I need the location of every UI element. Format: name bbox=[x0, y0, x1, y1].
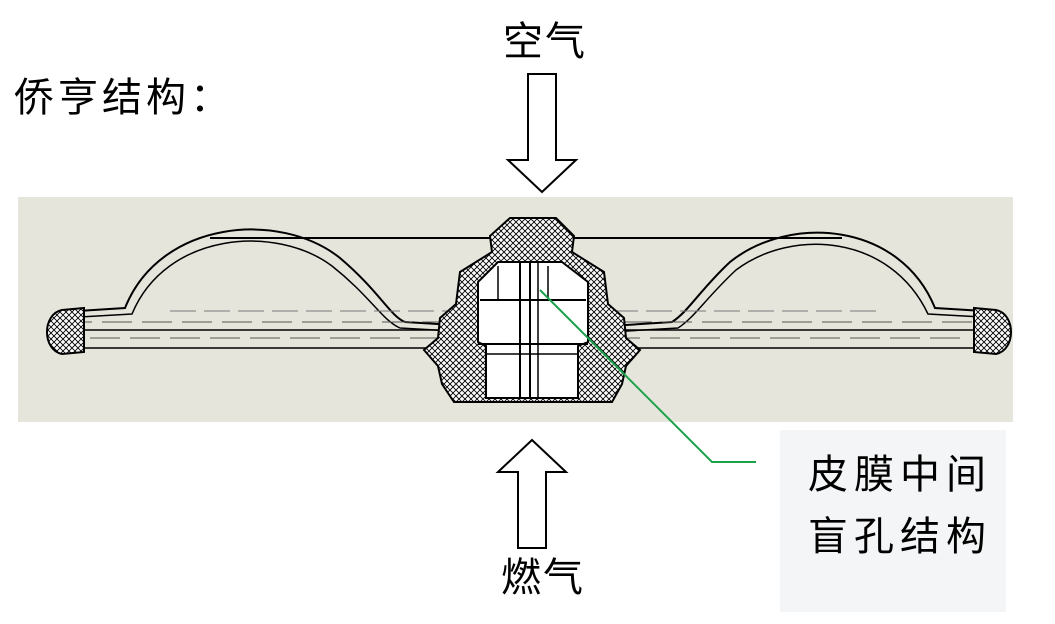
callout-text-line2: 盲孔结构 bbox=[808, 514, 992, 560]
gas-label: 燃气 bbox=[501, 555, 585, 601]
blind-hole-cavity bbox=[477, 261, 589, 399]
diagram-title: 侨亨结构： bbox=[14, 75, 234, 121]
right-dome bbox=[609, 231, 1001, 327]
left-rim bbox=[46, 306, 85, 356]
callout-box bbox=[780, 430, 1006, 612]
callout-text-line1: 皮膜中间 bbox=[808, 452, 992, 498]
air-label: 空气 bbox=[503, 19, 587, 65]
right-rim bbox=[973, 306, 1012, 356]
air-down-arrow-icon bbox=[505, 73, 579, 194]
left-dome bbox=[61, 228, 471, 327]
callout-leader-line bbox=[539, 289, 756, 463]
gas-up-arrow-icon bbox=[495, 438, 569, 549]
